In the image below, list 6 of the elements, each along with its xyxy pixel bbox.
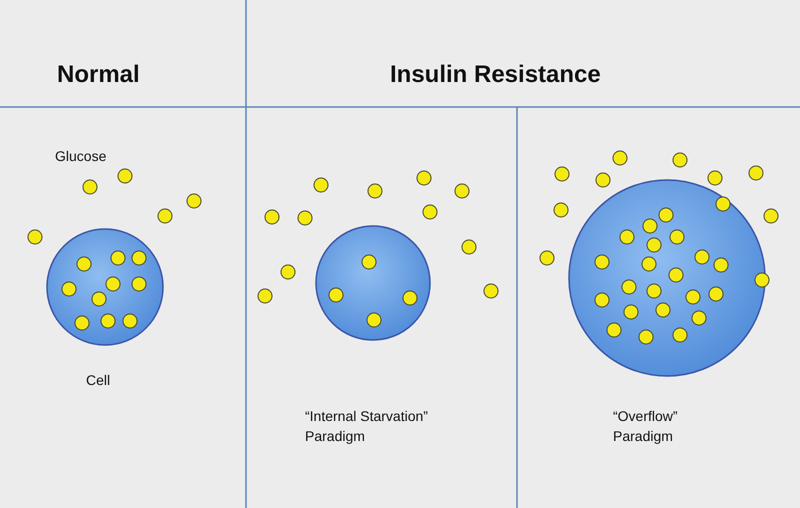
section-heading: Insulin Resistance: [390, 60, 601, 90]
paradigm-caption: “Overflow” Paradigm: [613, 407, 679, 446]
glucose-label: Glucose: [55, 147, 106, 166]
paradigm-caption: “Internal Starvation” Paradigm: [305, 407, 429, 446]
section-heading: Normal: [57, 60, 140, 90]
cell-label: Cell: [86, 371, 110, 390]
